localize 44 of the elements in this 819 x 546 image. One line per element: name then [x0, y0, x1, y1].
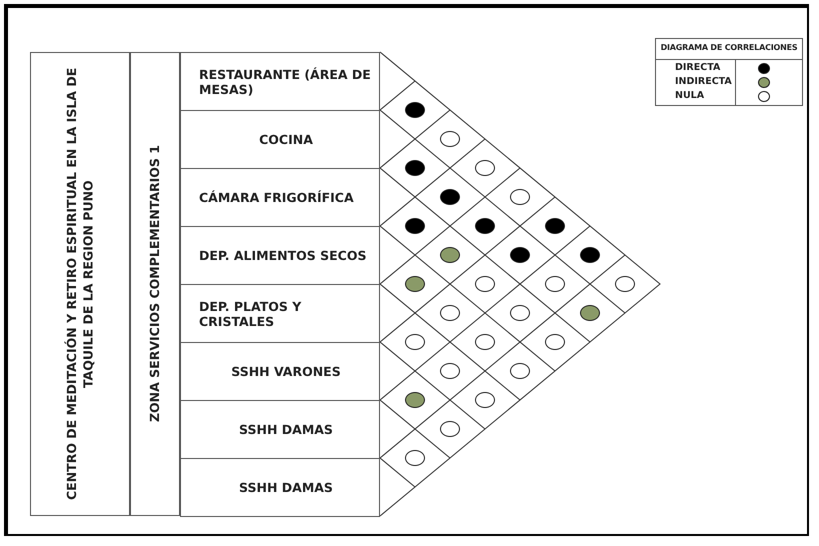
correlation-dot [580, 247, 600, 263]
space-row: DEP. ALIMENTOS SECOS [180, 226, 380, 285]
correlation-dot [440, 363, 460, 379]
correlation-dot [545, 276, 565, 292]
correlation-dot [405, 218, 425, 234]
correlation-dot [405, 334, 425, 350]
legend-text: NULA [675, 90, 704, 101]
space-row: SSHH VARONES [180, 342, 380, 401]
heading-column [30, 52, 130, 516]
space-row: SSHH DAMAS [180, 400, 380, 459]
space-row: DEP. PLATOS Y CRISTALES [180, 284, 380, 343]
correlation-dot [510, 305, 530, 321]
legend-text: INDIRECTA [675, 76, 732, 87]
correlation-dot [440, 421, 460, 437]
space-row: SSHH DAMAS [180, 458, 380, 517]
correlation-dot [475, 334, 495, 350]
correlation-dot [405, 392, 425, 408]
correlation-dot [440, 247, 460, 263]
correlation-dot [545, 218, 565, 234]
correlation-dot [405, 276, 425, 292]
correlation-dot [510, 247, 530, 263]
legend-title: DIAGRAMA DE CORRELACIONES [660, 43, 798, 52]
correlation-dot [615, 276, 635, 292]
correlation-dot [440, 305, 460, 321]
vertical-heading-text: CENTRO DE MEDITACIÓN Y RETIRO ESPIRITUAL EN LA ISLA DE TAQUILE DE LA REGION PUNO [64, 66, 96, 502]
space-row: CÁMARA FRIGORÍFICA [180, 168, 380, 227]
correlation-dot [475, 218, 495, 234]
correlation-dot [405, 450, 425, 466]
vertical-heading-text: ZONA SERVICIOS COMPLEMENTARIOS 1 [146, 145, 163, 422]
correlation-dot [580, 305, 600, 321]
correlation-dot [440, 131, 460, 147]
correlation-dot [475, 276, 495, 292]
legend-text: DIRECTA [675, 62, 720, 73]
correlation-dot [405, 160, 425, 176]
space-row: COCINA [180, 110, 380, 169]
heading-column [130, 52, 180, 516]
correlation-dot [545, 334, 565, 350]
correlation-dot [405, 102, 425, 118]
correlation-dot [440, 189, 460, 205]
correlation-dot [475, 392, 495, 408]
correlation-dot [510, 363, 530, 379]
space-row: RESTAURANTE (ÁREA DE MESAS) [180, 52, 380, 111]
correlation-dot [475, 160, 495, 176]
correlation-dot [510, 189, 530, 205]
